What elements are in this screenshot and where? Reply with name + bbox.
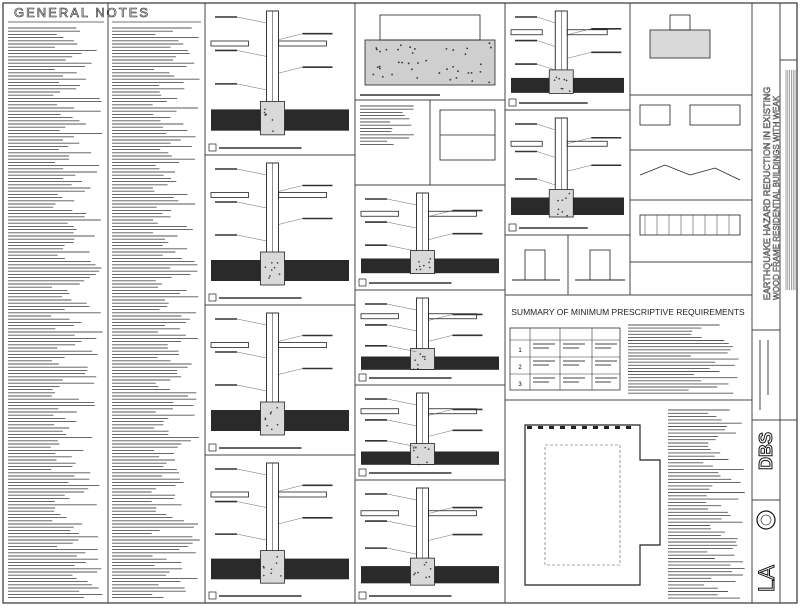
foundation-plan	[524, 409, 745, 599]
summary-row-3: 3	[518, 382, 522, 388]
detail-drawing-8	[358, 487, 499, 600]
detail-drawing-10	[508, 117, 624, 232]
summary-row-2: 2	[518, 365, 522, 371]
detail-drawing-12	[360, 105, 496, 161]
detail-drawing-4	[208, 462, 349, 600]
detail-drawing-13	[639, 14, 741, 236]
dbs-logo: DBS	[756, 432, 776, 470]
la-logo: LA	[754, 565, 779, 592]
summary-title: SUMMARY OF MINIMUM PRESCRIPTIVE REQUIREM…	[511, 307, 745, 317]
title-block: EARTHQUAKE HAZARD REDUCTION IN EXISTING …	[754, 70, 796, 593]
detail-drawings	[208, 10, 745, 600]
detail-drawing-14	[512, 249, 625, 281]
summary-notes-text	[628, 324, 739, 394]
detail-drawing-6	[358, 297, 499, 382]
detail-drawing-11	[360, 14, 496, 96]
city-seal-icon	[756, 510, 776, 530]
sheet-grid	[107, 3, 797, 603]
detail-drawing-7	[358, 392, 499, 477]
general-notes-panel: GENERAL NOTES	[8, 5, 201, 599]
summary-table: 1 2 3	[509, 327, 621, 391]
detail-drawing-9	[508, 10, 624, 107]
detail-drawing-3	[208, 312, 349, 452]
detail-drawing-2	[208, 162, 349, 302]
detail-drawing-1	[208, 10, 349, 152]
summary-row-1: 1	[518, 348, 522, 354]
general-notes-title: GENERAL NOTES	[14, 5, 150, 20]
project-title-line-2: WOOD FRAME RESIDENTIAL BUILDINGS WITH WE…	[772, 95, 781, 300]
detail-drawing-5	[358, 192, 499, 287]
general-notes-text	[8, 27, 200, 599]
project-title-line-1: EARTHQUAKE HAZARD REDUCTION IN EXISTING	[762, 87, 772, 300]
